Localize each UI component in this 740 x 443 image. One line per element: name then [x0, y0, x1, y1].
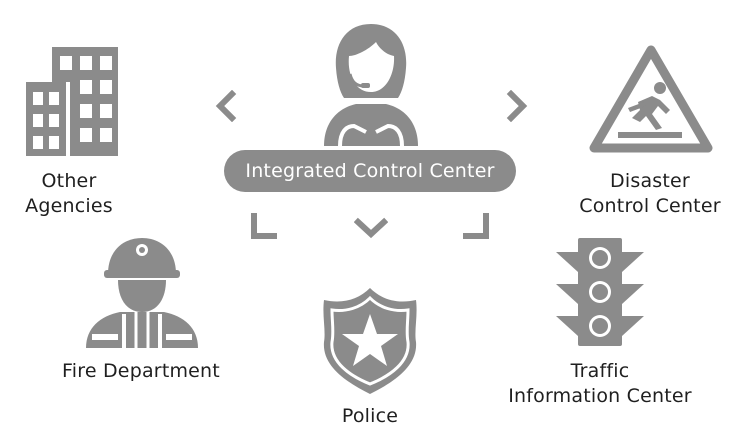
label-disaster-line1: Disaster	[610, 170, 690, 192]
traffic-light-icon	[556, 238, 644, 346]
corner-arrow-down-left-icon	[251, 213, 277, 239]
chevron-left-icon	[215, 90, 237, 122]
label-other-agencies: Other Agencies	[14, 169, 124, 219]
chevron-right-icon	[506, 90, 528, 122]
label-traffic-information-center: Traffic Information Center	[500, 359, 700, 409]
integrated-control-center-label: Integrated Control Center	[224, 150, 516, 192]
label-other-agencies-line1: Other	[41, 170, 97, 192]
operator-headset-icon	[324, 24, 418, 146]
firefighter-icon	[86, 238, 198, 348]
corner-arrow-down-right-icon	[463, 213, 489, 239]
police-badge-icon	[323, 288, 417, 394]
label-disaster-control-center: Disaster Control Center	[565, 169, 735, 219]
slip-hazard-warning-icon	[589, 45, 713, 153]
label-police: Police	[341, 405, 399, 427]
label-traffic-line2: Information Center	[508, 385, 692, 407]
label-fire-department: Fire Department	[62, 360, 220, 382]
chevron-down-icon	[354, 217, 388, 239]
label-other-agencies-line2: Agencies	[25, 195, 113, 217]
buildings-icon	[26, 47, 118, 156]
label-traffic-line1: Traffic	[570, 360, 630, 382]
label-disaster-line2: Control Center	[579, 195, 721, 217]
